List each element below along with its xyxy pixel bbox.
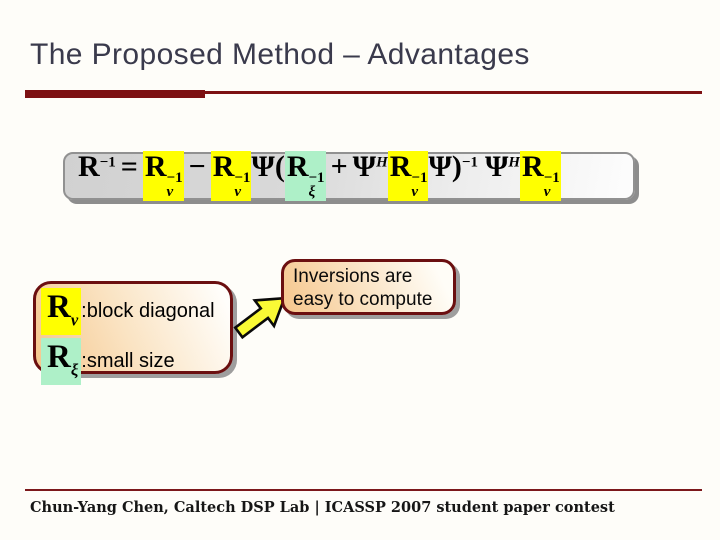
title-underline-thick (25, 90, 205, 98)
formula-operator-equals: = (120, 149, 138, 183)
formula-psi: Ψ (484, 149, 509, 183)
formula-term-R-inverse: R−1 (78, 150, 116, 183)
matrix-properties-box: Rv :block diagonal Rξ :small size (33, 281, 233, 385)
symbol-subscript: ξ (70, 360, 79, 379)
property-label-Rv: :block diagonal (81, 299, 215, 322)
formula-psi: Ψ (428, 149, 452, 183)
formula-exponent-H: H (376, 154, 388, 171)
symbol-base: R (47, 338, 71, 375)
formula-subscript: v (234, 184, 242, 201)
title-underline-thin (205, 91, 702, 94)
formula-base: R (389, 149, 412, 183)
page-title: The Proposed Method – Advantages (30, 38, 530, 71)
formula-exponent: −1 (166, 169, 183, 186)
formula-operator-plus: + (330, 149, 348, 183)
footer-credit: Chun-Yang Chen, Caltech DSP Lab | ICASSP… (30, 499, 615, 516)
formula-left-paren: ( (274, 149, 285, 183)
formula-exponent: −1 (543, 169, 560, 186)
formula-psi: Ψ (352, 149, 377, 183)
formula-subscript: v (166, 184, 174, 201)
callout-line-1: Inversions are (293, 266, 413, 287)
formula-term-psi-hermitian: ΨH (353, 150, 388, 183)
formula-term-psi-hermitian: ΨH (485, 150, 520, 183)
formula-exponent: −1 (461, 154, 478, 171)
formula-subscript: v (411, 184, 419, 201)
formula-exponent: −1 (411, 169, 428, 186)
Rxi-symbol-highlighted: Rξ (41, 337, 82, 385)
formula-exponent-H: H (508, 154, 521, 171)
property-label-Rxi: :small size (81, 349, 175, 372)
formula-subscript: ξ (308, 184, 316, 201)
formula-subscript: v (543, 184, 551, 201)
formula-base: R (522, 149, 544, 183)
inversions-callout-box: Inversions are easy to compute (281, 259, 456, 315)
formula-exponent: −1 (234, 169, 251, 186)
formula-exponent: −1 (308, 169, 325, 186)
Rv-symbol-highlighted: Rv (41, 288, 82, 335)
formula-base: R (212, 149, 235, 183)
property-row-Rxi: Rξ :small size (41, 337, 230, 385)
formula-base: R (78, 149, 100, 183)
formula-psi: Ψ (251, 149, 275, 183)
callout-line-2: easy to compute (293, 288, 433, 310)
symbol-subscript: v (70, 310, 79, 330)
block-arrow-icon (233, 296, 287, 340)
formula-term-paren-inverse: )−1 (452, 150, 478, 183)
property-row-Rv: Rv :block diagonal (41, 288, 230, 335)
formula-operator-minus: − (188, 149, 206, 183)
formula-exponent: −1 (99, 154, 116, 171)
formula-right-paren: ) (451, 149, 462, 183)
symbol-base: R (47, 289, 71, 325)
formula-base: R (144, 149, 167, 183)
formula-base: R (286, 149, 309, 183)
footer-divider (25, 489, 702, 491)
